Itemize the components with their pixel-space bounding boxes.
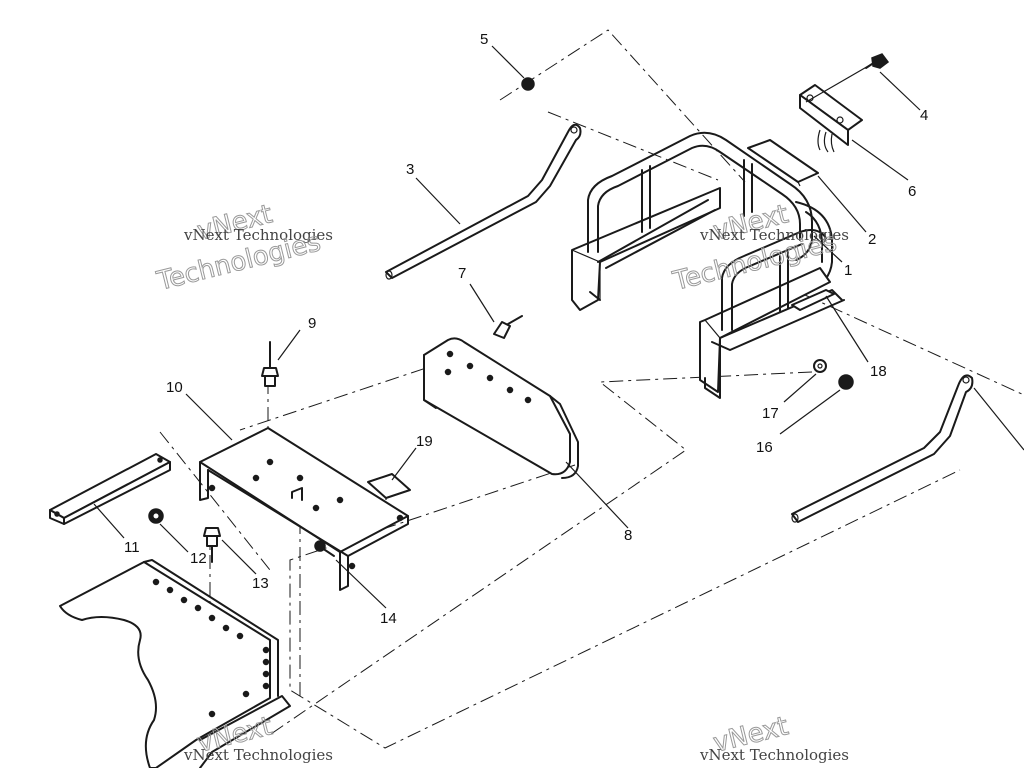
- part-6-light-plate: [799, 84, 863, 153]
- callout-14: 14: [380, 610, 397, 627]
- callout-10: 10: [166, 379, 183, 396]
- part-8-flap: [423, 337, 579, 479]
- leader-lines: [93, 45, 1024, 609]
- callout-12: 12: [190, 550, 207, 567]
- callout-5: 5: [480, 31, 488, 48]
- chassis-frame: [59, 559, 291, 768]
- part-3-rod: [385, 123, 582, 280]
- callout-18: 18: [870, 363, 887, 380]
- part-13-bolt: [203, 527, 221, 563]
- part-16-nut: [838, 374, 854, 390]
- callout-8: 8: [624, 527, 632, 544]
- callout-9: 9: [308, 315, 316, 332]
- part-2-plate: [747, 139, 819, 187]
- callout-4: 4: [920, 107, 928, 124]
- watermark-line: vNext Technologies: [699, 226, 849, 244]
- part-12-nut: [148, 508, 164, 524]
- part-19-decal: [367, 473, 411, 500]
- callout-2: 2: [868, 231, 876, 248]
- callouts: 1 2 3 4 5 6 7 8 9 10 11 12 13 14 16 17 1…: [124, 31, 928, 627]
- part-18-strip: [791, 289, 835, 311]
- watermark-bottom-left: vNext vNext Technologies: [183, 711, 333, 764]
- callout-13: 13: [252, 575, 269, 592]
- callout-16: 16: [756, 439, 773, 456]
- part-9-bolt: [261, 341, 279, 387]
- watermark-line: vNext Technologies: [183, 226, 333, 244]
- part-17-nut: [813, 359, 827, 373]
- assembly-reference-lines: [159, 29, 1024, 749]
- watermark-bottom-right: vNext vNext Technologies: [699, 711, 849, 764]
- callout-3: 3: [406, 161, 414, 178]
- part-4-bolt: [805, 53, 890, 103]
- part-1-rack: [571, 131, 845, 399]
- watermark-line: vNext Technologies: [183, 746, 333, 764]
- part-7-pin: [493, 315, 523, 339]
- callout-7: 7: [458, 265, 466, 282]
- watermark-top-left: vNext vNext Technologies Technologies: [153, 199, 333, 298]
- callout-11: 11: [124, 539, 140, 556]
- part-5-nut: [521, 77, 535, 91]
- part-14-clip: [314, 540, 335, 557]
- rod-right: [791, 374, 974, 523]
- part-10-bracket: [199, 427, 409, 591]
- callout-17: 17: [762, 405, 779, 422]
- callout-1: 1: [844, 262, 852, 279]
- part-11-tube: [49, 453, 171, 525]
- callout-19: 19: [416, 433, 433, 450]
- callout-6: 6: [908, 183, 916, 200]
- watermark-line: vNext Technologies: [699, 746, 849, 764]
